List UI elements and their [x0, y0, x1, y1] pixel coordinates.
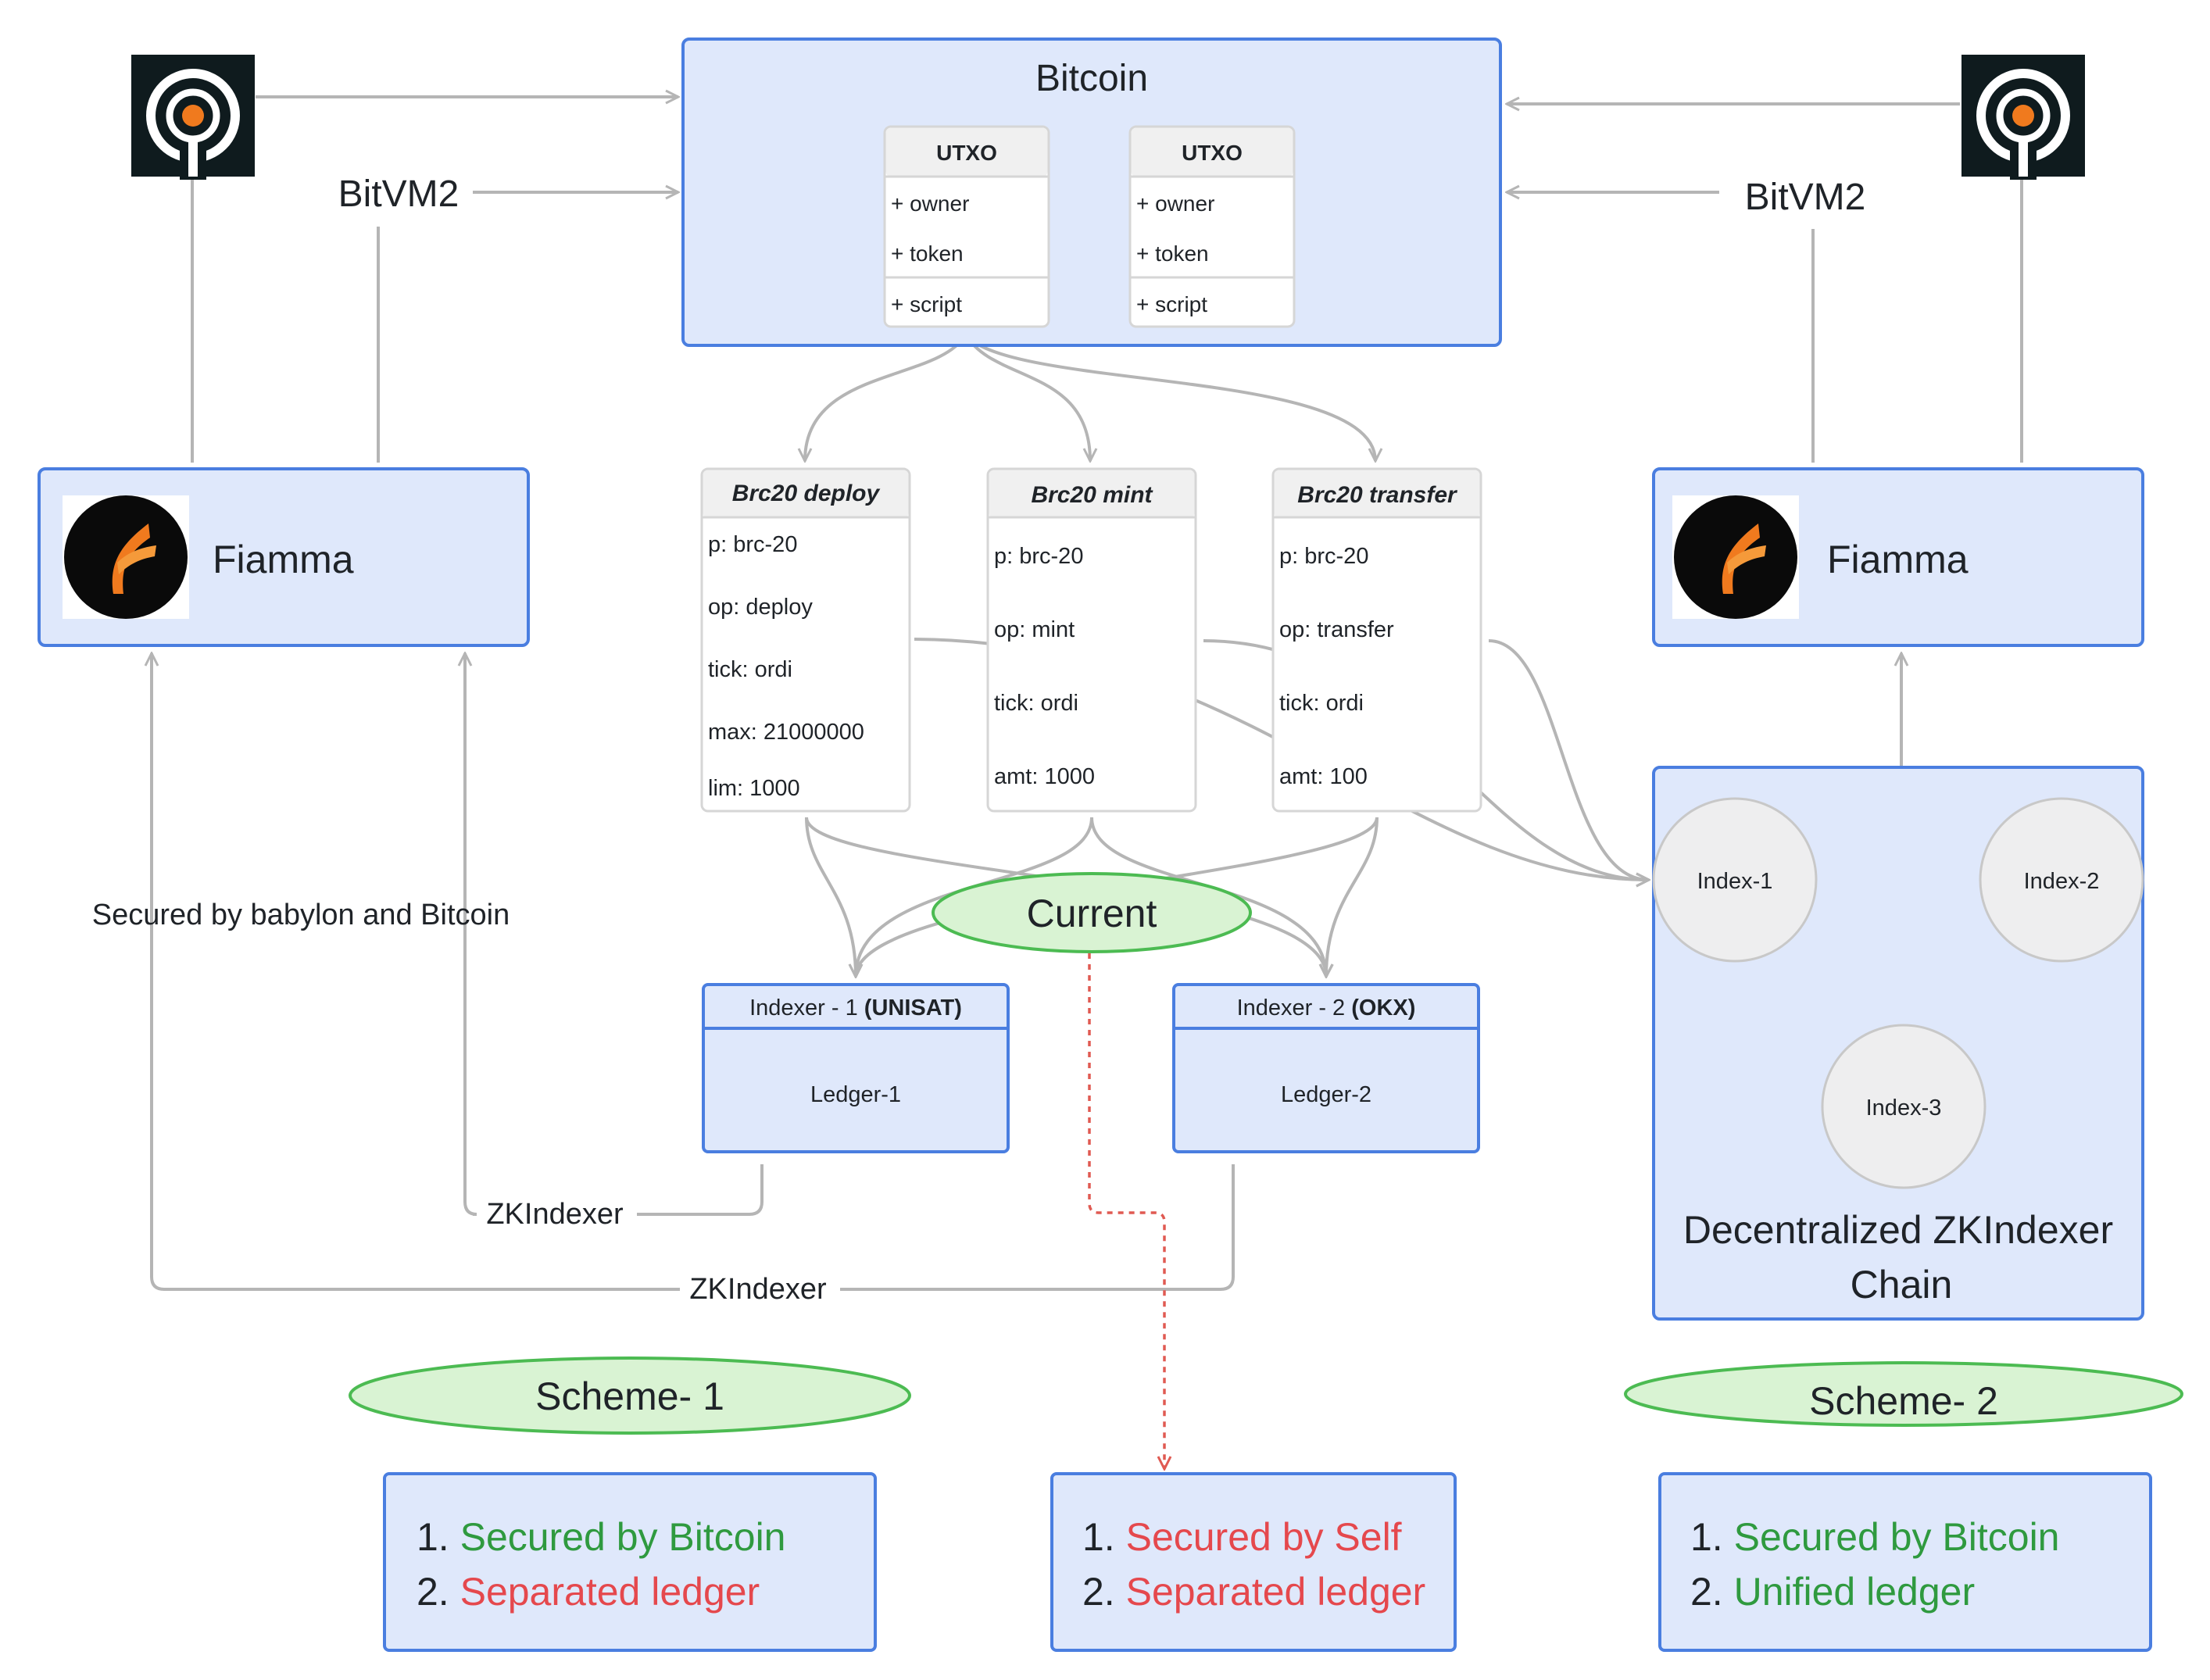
- chain-label-line1: Decentralized ZKIndexer: [1683, 1208, 2113, 1252]
- edge-deploy-indexer1: [805, 817, 856, 977]
- edge-ledger2-zk: [840, 1164, 1235, 1291]
- babylon-logo-icon: [131, 55, 255, 180]
- utxo-field-script: + script: [1136, 292, 1207, 316]
- bitcoin-title: Bitcoin: [1035, 58, 1148, 99]
- utxo-card-2: UTXO + owner + token + script: [1128, 125, 1296, 328]
- chain-label-line2: Chain: [1851, 1263, 1953, 1306]
- brc20-field: p: brc-20: [994, 544, 1083, 569]
- edge-zk-fiamma-inner: [465, 653, 477, 1216]
- brc20-field: tick: ordi: [1279, 691, 1364, 716]
- zkindexer-label-2: ZKIndexer: [689, 1273, 827, 1306]
- summary-box-scheme2: 1. Secured by Bitcoin 2. Unified ledger: [1658, 1472, 2152, 1652]
- utxo-field-owner: + owner: [891, 191, 969, 216]
- summary-item: 2. Unified ledger: [1690, 1570, 1975, 1614]
- scheme-label-1: Scheme- 1: [535, 1374, 724, 1418]
- indexer-title: Indexer - 2 (OKX): [1237, 995, 1416, 1021]
- fiamma-logo-icon: [1672, 495, 1799, 619]
- brc20-field: op: mint: [994, 617, 1075, 642]
- current-label: Current: [1027, 892, 1157, 935]
- brc20-title: Brc20 transfer: [1297, 482, 1458, 508]
- brc20-field: amt: 1000: [994, 764, 1095, 789]
- brc20-field: op: deploy: [708, 595, 813, 620]
- brc20-title: Brc20 deploy: [732, 481, 881, 506]
- svg-text:Index-1: Index-1: [1697, 869, 1773, 894]
- indexer-box-1: Indexer - 1 (UNISAT) Ledger-1: [702, 983, 1010, 1153]
- summary-item: 1. Secured by Bitcoin: [1690, 1515, 2060, 1559]
- indexer-box-2: Indexer - 2 (OKX) Ledger-2: [1172, 983, 1480, 1153]
- brc20-card-transfer: Brc20 transfer p: brc-20 op: transfer ti…: [1271, 467, 1482, 813]
- edge-utxo-deploy: [805, 333, 967, 461]
- scheme-ellipse-1: [349, 1357, 911, 1435]
- secured-by-babylon-text: Secured by babylon and Bitcoin: [92, 899, 510, 931]
- current-ellipse: [932, 872, 1252, 953]
- utxo-header: UTXO: [1182, 141, 1243, 165]
- summary-box-current: 1. Secured by Self 2. Separated ledger: [1050, 1472, 1457, 1652]
- edge-utxo-transfer: [964, 333, 1375, 461]
- brc20-field: tick: ordi: [994, 691, 1078, 716]
- summary-box-scheme1: 1. Secured by Bitcoin 2. Separated ledge…: [383, 1472, 877, 1652]
- brc20-field: amt: 100: [1279, 764, 1368, 789]
- summary-item: 1. Secured by Self: [1082, 1515, 1402, 1559]
- utxo-field-script: + script: [891, 292, 962, 316]
- utxo-field-token: + token: [1136, 241, 1209, 266]
- fiamma-label-right: Fiamma: [1827, 538, 1969, 581]
- utxo-card-1: UTXO + owner + token + script: [883, 125, 1050, 328]
- babylon-logo-icon: [1961, 55, 2085, 180]
- zkindexer-label-1: ZKIndexer: [486, 1198, 624, 1231]
- utxo-field-owner: + owner: [1136, 191, 1214, 216]
- fiamma-logo-icon: [63, 495, 189, 619]
- utxo-field-token: + token: [891, 241, 964, 266]
- index-node-1: Index-1: [1652, 797, 1818, 963]
- summary-item: 2. Separated ledger: [1082, 1570, 1425, 1614]
- brc20-field: max: 21000000: [708, 720, 864, 745]
- indexer-title: Indexer - 1 (UNISAT): [749, 995, 962, 1021]
- edge-utxo-mint: [964, 334, 1090, 461]
- edge-transfer-index1: [1488, 639, 1649, 880]
- scheme-ellipse-2: [1624, 1361, 2183, 1427]
- summary-item: 1. Secured by Bitcoin: [417, 1515, 786, 1559]
- edge-current-summary: [1088, 953, 1164, 1469]
- edge-transfer-indexer2: [1326, 817, 1379, 977]
- utxo-header: UTXO: [936, 141, 997, 165]
- edge-ledger1-zk: [637, 1164, 763, 1216]
- svg-text:Index-3: Index-3: [1866, 1096, 1942, 1121]
- bitvm2-label-left: BitVM2: [338, 173, 460, 215]
- edge-zk-fiamma-outer: [152, 653, 680, 1291]
- summary-item: 2. Separated ledger: [417, 1570, 760, 1614]
- ledger-label: Ledger-2: [1281, 1082, 1371, 1107]
- brc20-field: op: transfer: [1279, 617, 1394, 642]
- brc20-title: Brc20 mint: [1031, 482, 1153, 508]
- index-node-2: Index-2: [1979, 797, 2144, 963]
- bitvm2-label-right: BitVM2: [1745, 177, 1866, 218]
- fiamma-label-left: Fiamma: [213, 538, 354, 581]
- brc20-field: p: brc-20: [708, 532, 797, 557]
- brc20-field: tick: ordi: [708, 657, 792, 682]
- brc20-field: p: brc-20: [1279, 544, 1368, 569]
- svg-text:Index-2: Index-2: [2024, 869, 2100, 894]
- brc20-card-mint: Brc20 mint p: brc-20 op: mint tick: ordi…: [986, 467, 1197, 813]
- scheme-label-2: Scheme- 2: [1809, 1379, 1998, 1423]
- ledger-label: Ledger-1: [810, 1082, 901, 1107]
- index-node-3: Index-3: [1821, 1024, 1986, 1189]
- brc20-card-deploy: Brc20 deploy p: brc-20 op: deploy tick: …: [700, 467, 911, 813]
- brc20-field: lim: 1000: [708, 776, 800, 801]
